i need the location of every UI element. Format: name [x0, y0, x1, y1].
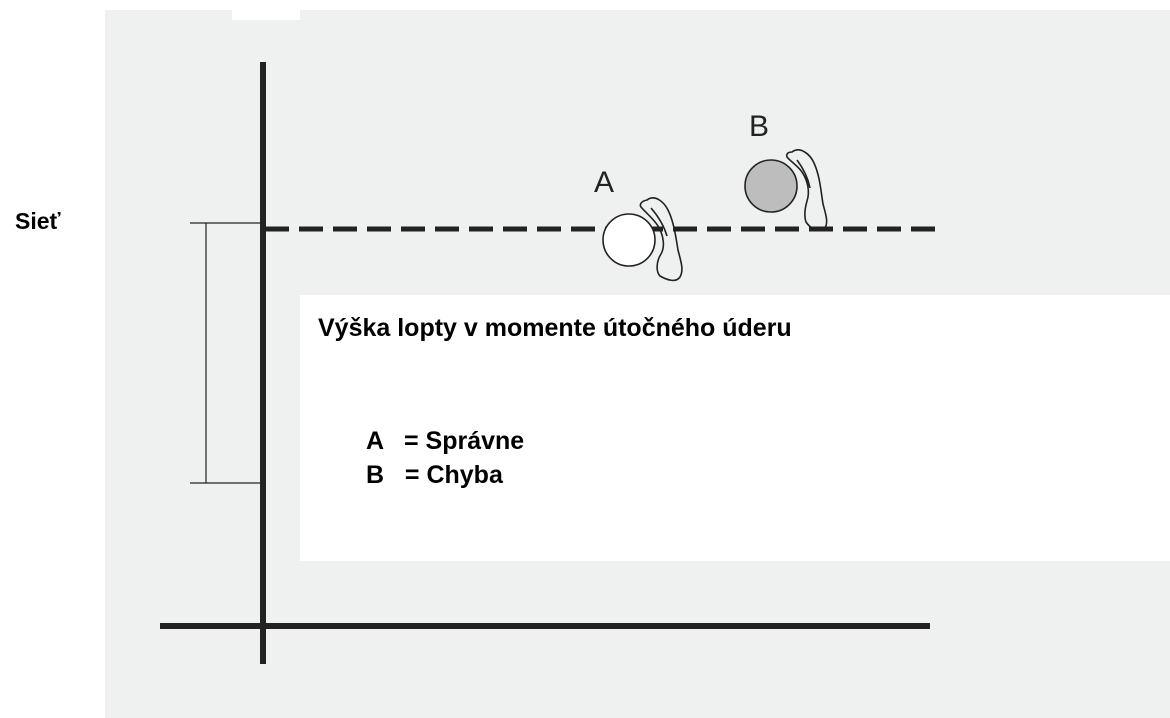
legend-row-a: A = Správne [366, 424, 524, 458]
background-notch [232, 0, 300, 20]
diagram-title: Výška lopty v momente útočného úderu [318, 314, 792, 342]
legend-key: B [366, 461, 385, 489]
ball-a-label: A [594, 166, 615, 199]
ball-b-label: B [749, 110, 770, 143]
legend-text: = Chyba [404, 461, 503, 489]
ball-a [602, 213, 656, 267]
legend-row-b: B = Chyba [366, 458, 524, 492]
net-label: Sieť [15, 208, 61, 234]
legend-key: A [366, 427, 384, 455]
hand-a-icon [639, 197, 683, 282]
hand-b-icon [785, 149, 828, 232]
legend-text: = Správne [403, 427, 525, 455]
caption-panel [300, 295, 1170, 561]
legend: A = Správne B = Chyba [366, 424, 524, 492]
ball-b [744, 159, 798, 213]
